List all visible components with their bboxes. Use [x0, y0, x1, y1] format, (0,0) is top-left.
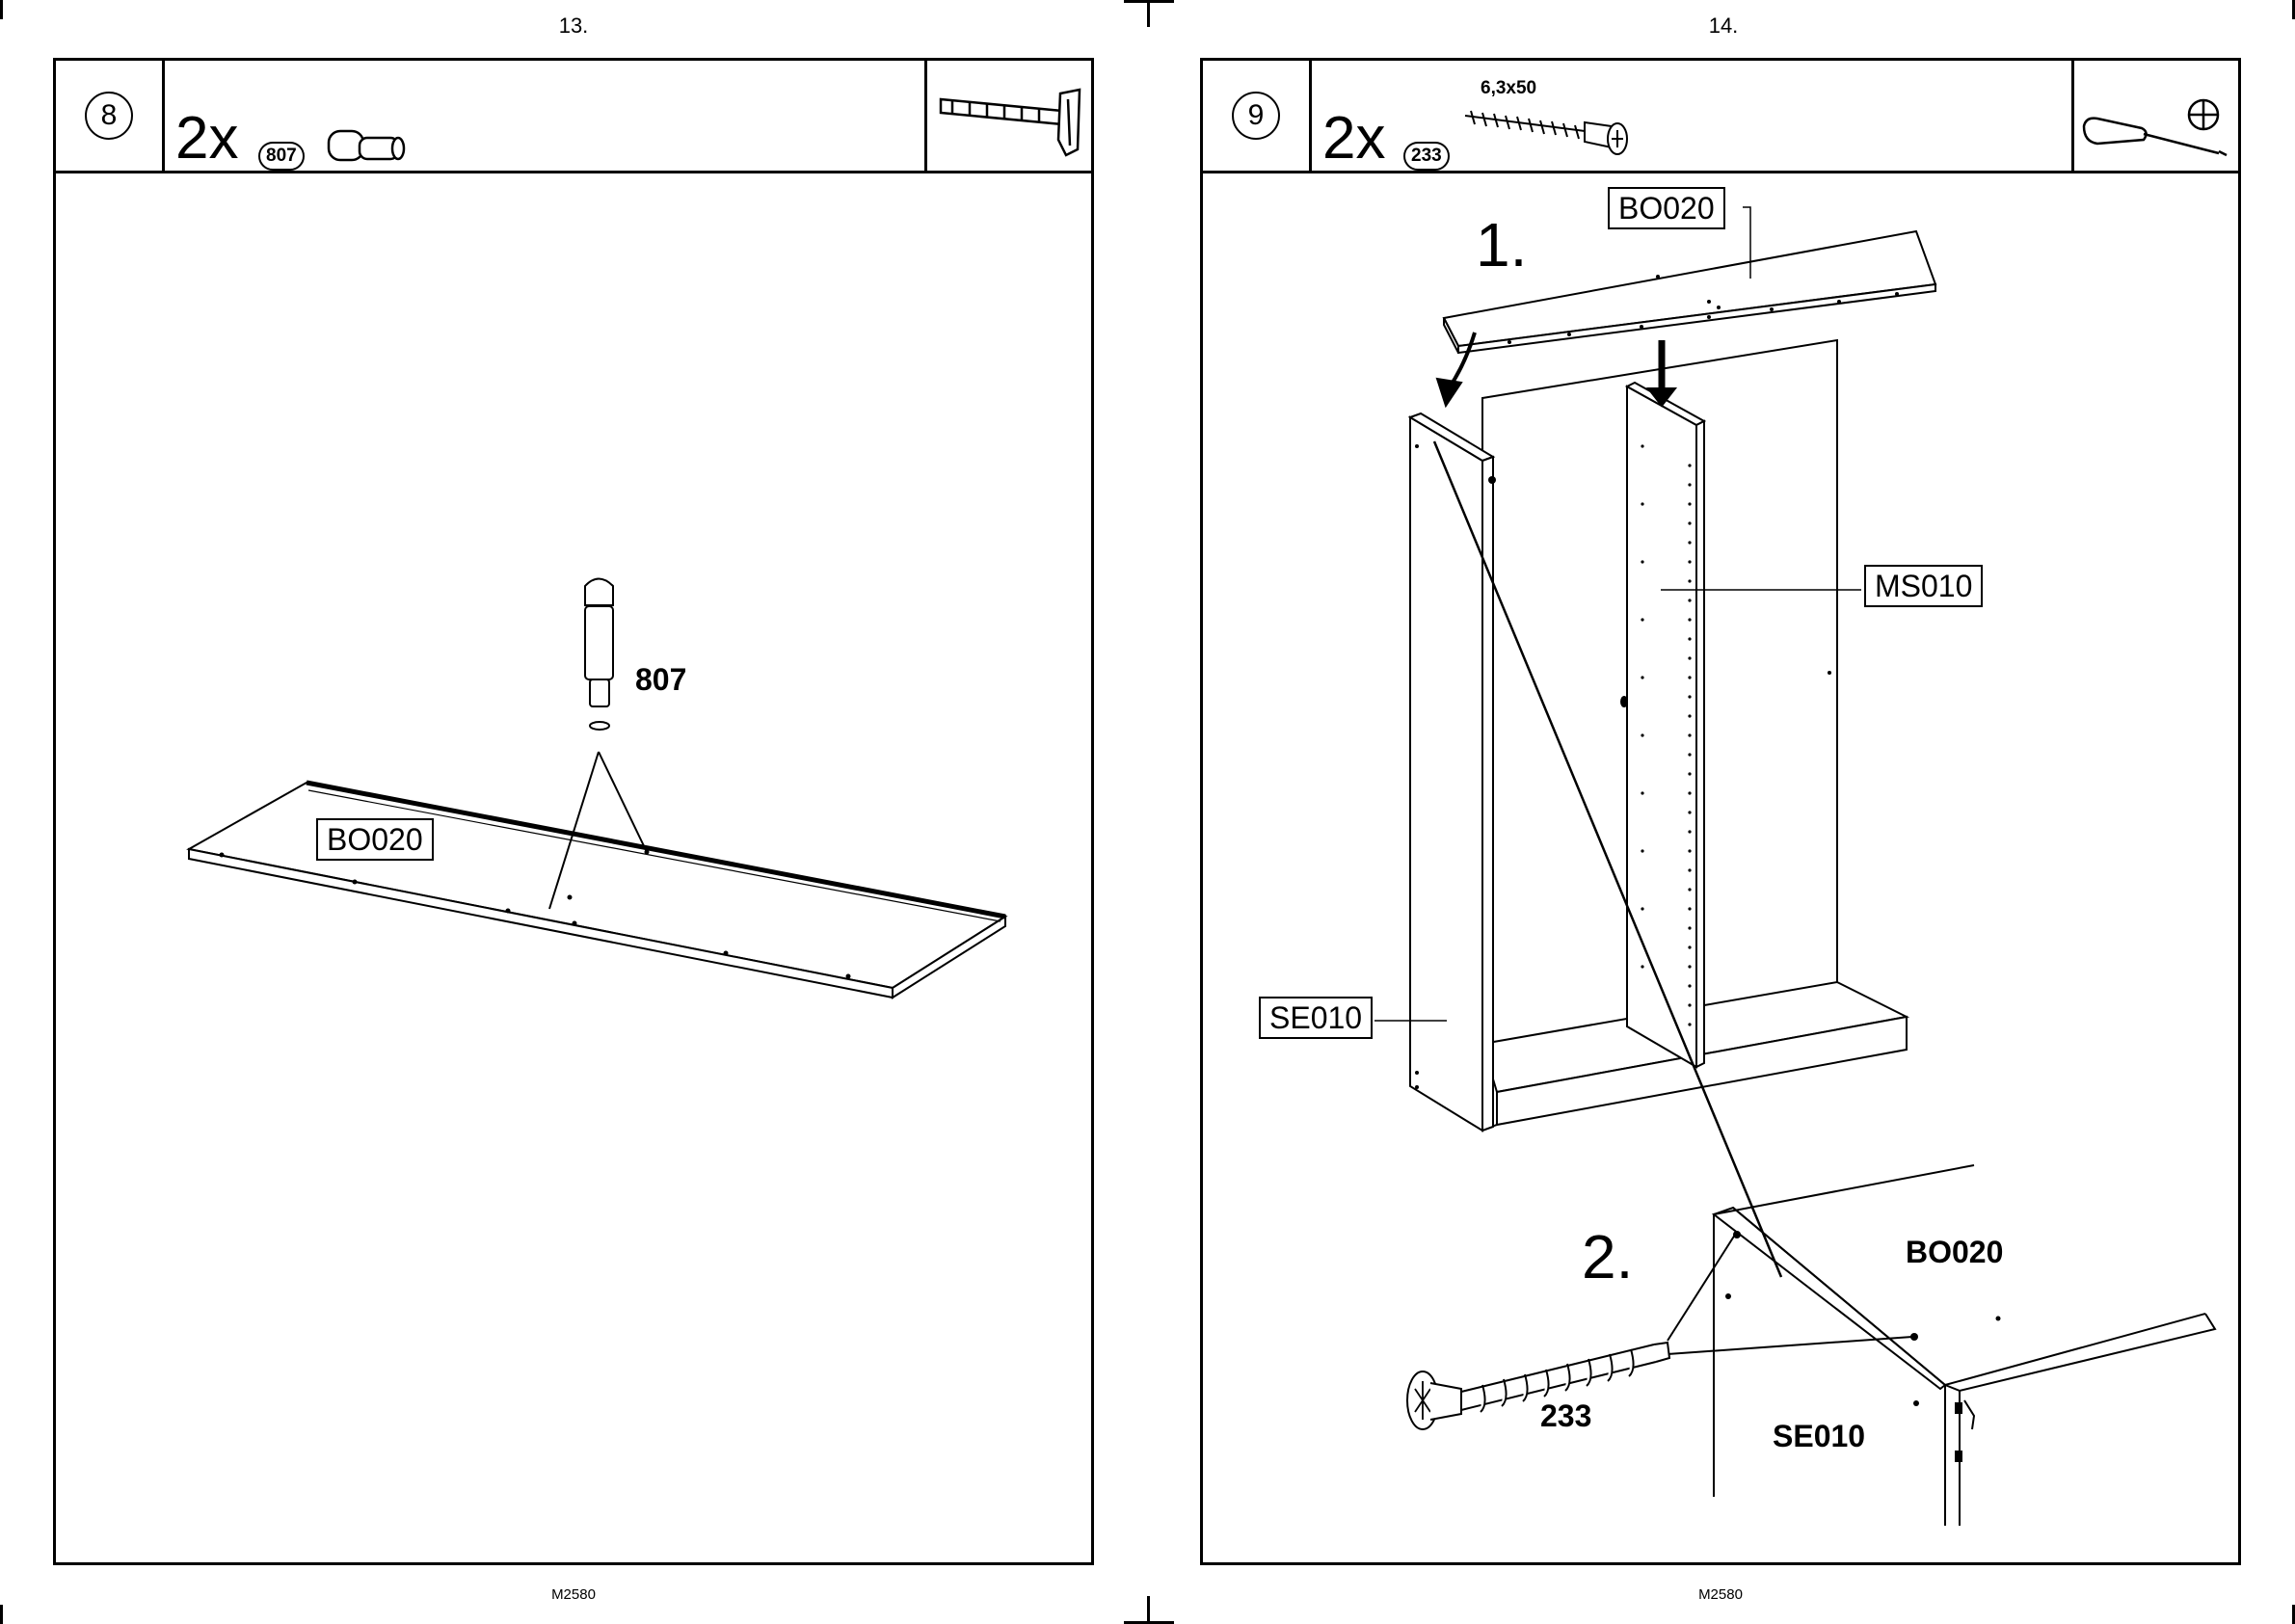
instruction-panel: 9 2x 233 6,3x50 — [1200, 58, 2241, 1565]
detail-side-label: SE010 — [1773, 1419, 1865, 1454]
footer-code: M2580 — [1672, 1586, 1769, 1603]
board-label: BO020 — [316, 818, 434, 861]
page-number: 14. — [1685, 13, 1762, 39]
screw-label: 233 — [1540, 1398, 1591, 1434]
board-dowel-illustration — [56, 61, 1097, 1568]
instruction-panel: 8 2x 807 — [53, 58, 1094, 1565]
crop-mark — [1147, 1596, 1150, 1624]
dowel-label: 807 — [635, 662, 686, 698]
crop-mark — [1147, 0, 1150, 27]
page-number: 13. — [535, 13, 612, 39]
crop-mark — [0, 1605, 3, 1624]
detail-board-label: BO020 — [1906, 1235, 2003, 1270]
crop-mark — [0, 0, 3, 19]
crop-mark — [1124, 0, 1174, 3]
side-panel-leader — [1203, 61, 2244, 1568]
footer-code: M2580 — [525, 1586, 622, 1603]
